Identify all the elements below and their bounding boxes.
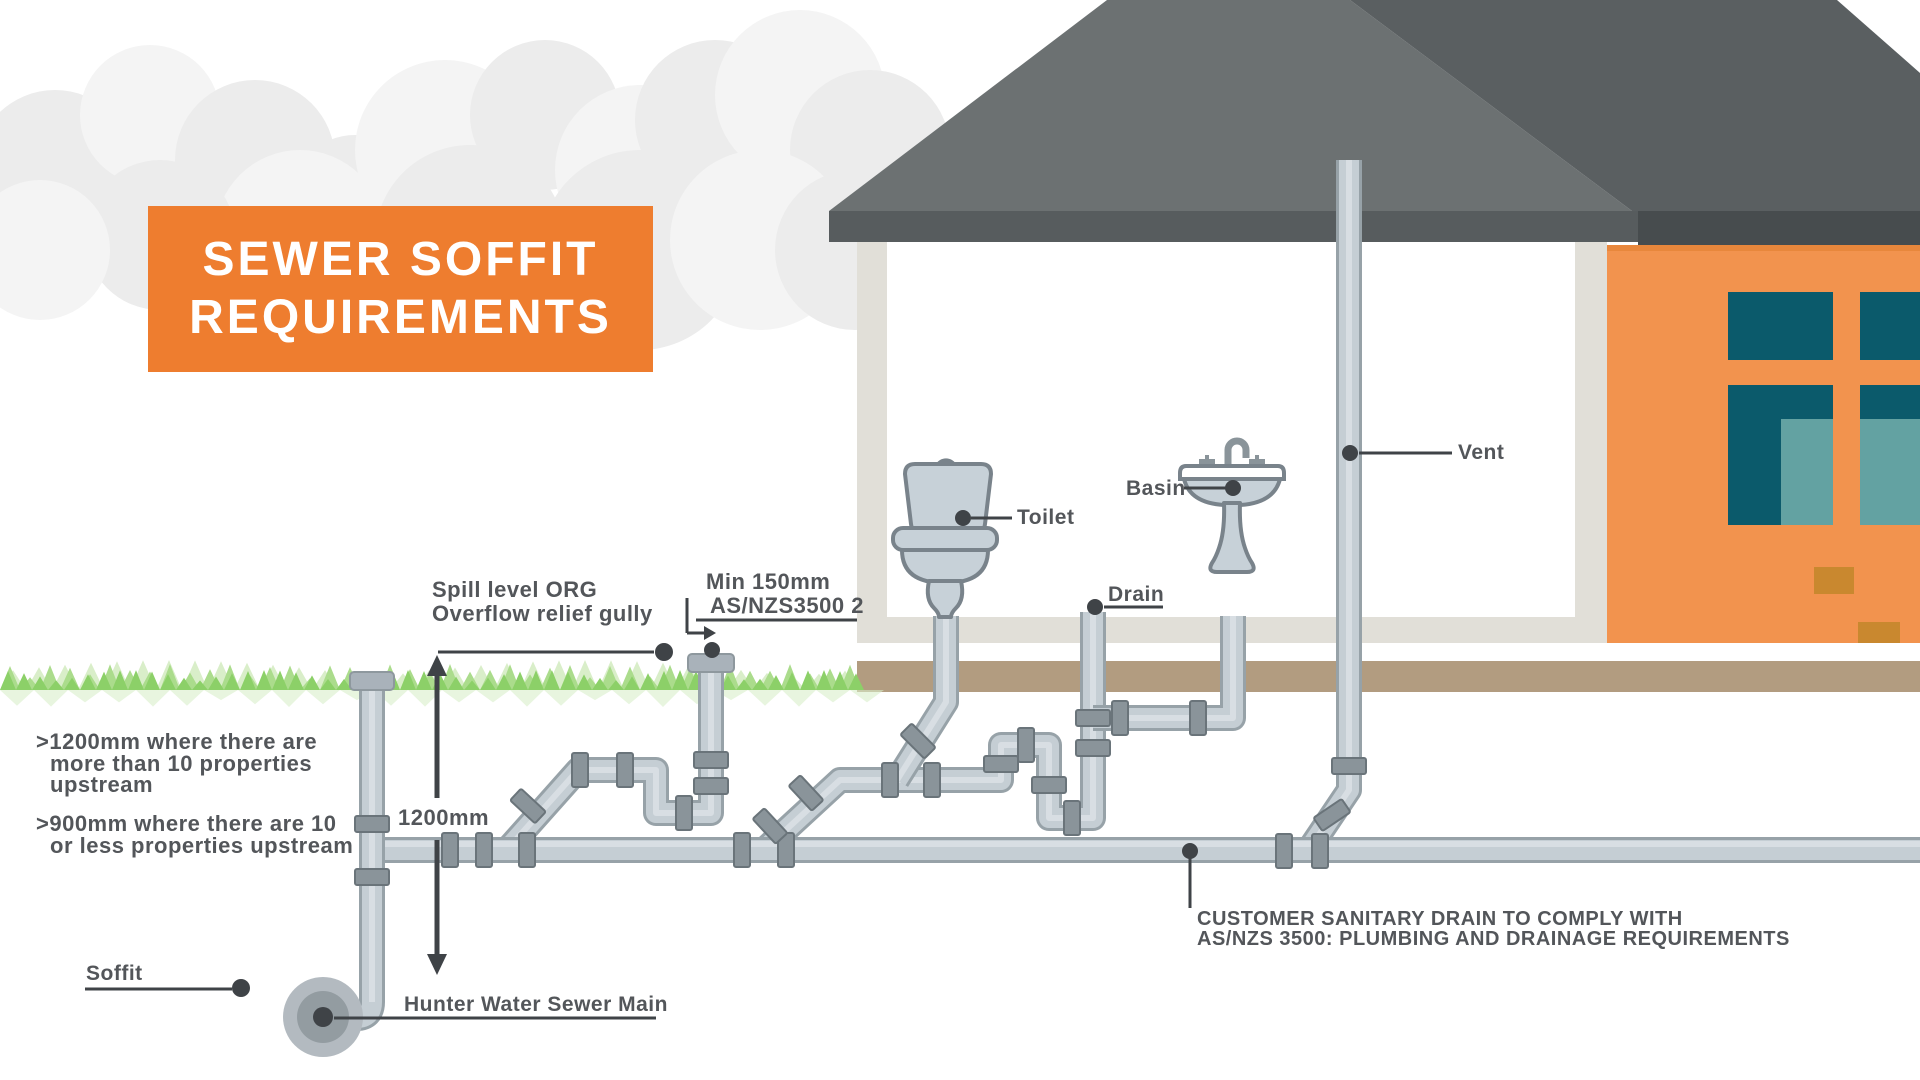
pipe-coupling bbox=[475, 832, 493, 868]
pipe-coupling bbox=[983, 755, 1019, 773]
annotations bbox=[85, 445, 1452, 1020]
faucet-icon bbox=[1224, 437, 1250, 464]
sewer-lateral-pipe bbox=[372, 837, 1920, 863]
soffit-label: Soffit bbox=[86, 962, 143, 985]
pipe-coupling bbox=[1111, 700, 1129, 736]
pipe-coupling bbox=[441, 832, 459, 868]
pipe-coupling bbox=[1189, 700, 1207, 736]
right-post bbox=[1575, 242, 1607, 643]
toilet-figure bbox=[891, 458, 999, 619]
toilet-branch-pipe bbox=[885, 616, 959, 787]
depth-arrow bbox=[427, 655, 447, 975]
brick bbox=[1858, 622, 1900, 647]
toilet-label: Toilet bbox=[1017, 506, 1075, 529]
title-line1: SEWER SOFFIT bbox=[202, 233, 599, 286]
pipe-coupling bbox=[923, 762, 941, 798]
pipe-coupling bbox=[1017, 727, 1035, 763]
pipe-coupling bbox=[354, 815, 390, 833]
basin-branch-pipe bbox=[1093, 616, 1246, 731]
depth-label: 1200mm bbox=[398, 805, 490, 830]
customer-note: CUSTOMER SANITARY DRAIN TO COMPLY WITH A… bbox=[1197, 908, 1790, 950]
slab-strip bbox=[857, 643, 1920, 661]
left-post bbox=[857, 242, 887, 643]
pipe-coupling bbox=[1311, 833, 1329, 869]
drain-label: Drain bbox=[1108, 583, 1165, 606]
pipe-coupling bbox=[354, 868, 390, 886]
pipe-coupling bbox=[693, 751, 729, 769]
pipe-coupling bbox=[693, 777, 729, 795]
ground-band bbox=[857, 661, 1920, 692]
pipe-coupling bbox=[1063, 800, 1081, 836]
pipe-coupling bbox=[616, 752, 634, 788]
pipe-coupling bbox=[1075, 709, 1111, 727]
pipe-coupling bbox=[675, 795, 693, 831]
house bbox=[857, 242, 1920, 692]
spill-level-label: Spill level ORG Overflow relief gully bbox=[432, 577, 653, 626]
pipe-coupling bbox=[788, 774, 824, 812]
window bbox=[1728, 292, 1920, 525]
pipe-coupling bbox=[881, 762, 899, 798]
title-line2: REQUIREMENTS bbox=[189, 291, 612, 344]
pipe-coupling bbox=[571, 752, 589, 788]
pipe-coupling bbox=[1031, 776, 1067, 794]
pipe-coupling bbox=[1313, 798, 1351, 832]
min-150-label: Min 150mm AS/NZS3500 2 bbox=[706, 569, 864, 618]
basin-label: Basin bbox=[1126, 477, 1186, 500]
sewer-main-cross-section bbox=[283, 977, 363, 1057]
title-banner: SEWER SOFFIT REQUIREMENTS bbox=[148, 206, 653, 372]
pipe-coupling bbox=[1275, 833, 1293, 869]
pipe-coupling bbox=[752, 807, 788, 845]
riser-cap bbox=[349, 671, 395, 691]
roof bbox=[829, 0, 1920, 246]
pipe-coupling bbox=[733, 832, 751, 868]
vent-label: Vent bbox=[1458, 441, 1505, 464]
pipe-coupling bbox=[900, 723, 936, 759]
pipe-coupling bbox=[1075, 739, 1111, 757]
depth-rule-2: >900mm where there are 10 or less proper… bbox=[36, 811, 354, 858]
pipe-coupling bbox=[509, 788, 547, 824]
pipe-coupling bbox=[518, 832, 536, 868]
depth-rule-1: >1200mm where there are more than 10 pro… bbox=[36, 729, 318, 797]
pipe-couplings bbox=[354, 700, 1367, 886]
brick bbox=[1814, 567, 1854, 594]
sewer-main-label: Hunter Water Sewer Main bbox=[404, 993, 668, 1016]
pipe-coupling bbox=[1331, 757, 1367, 775]
